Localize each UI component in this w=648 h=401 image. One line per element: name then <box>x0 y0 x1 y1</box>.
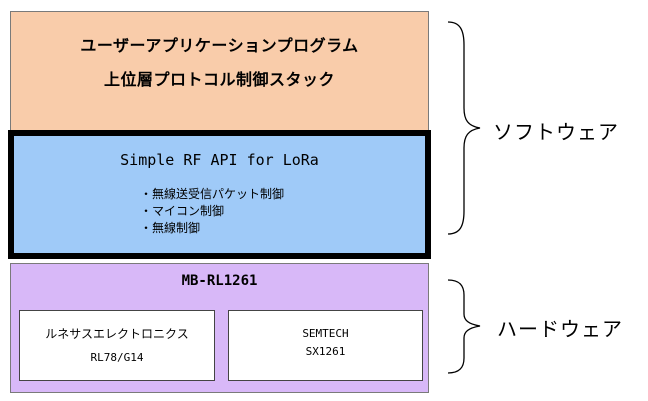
software-brace-icon <box>447 21 481 235</box>
radio-chip-box: SEMTECH SX1261 <box>228 310 423 381</box>
api-title: Simple RF API for LoRa <box>120 151 319 169</box>
api-feature-item: ・マイコン制御 <box>140 204 225 218</box>
api-feature-list: ・無線送受信パケット制御 ・マイコン制御 ・無線制御 <box>140 186 284 237</box>
api-feature-item: ・無線制御 <box>140 221 201 235</box>
hardware-label: ハードウェア <box>497 317 623 341</box>
protocol-stack-label: 上位層プロトコル制御スタック <box>103 70 335 89</box>
simple-rf-api-box: Simple RF API for LoRa ・無線送受信パケット制御 ・マイコ… <box>8 130 431 259</box>
application-layer-box: ユーザーアプリケーションプログラム 上位層プロトコル制御スタック <box>10 11 429 141</box>
mcu-part: RL78/G14 <box>90 351 144 364</box>
software-label: ソフトウェア <box>493 120 619 144</box>
mcu-vendor: ルネサスエレクトロニクス <box>45 327 189 341</box>
module-name: MB-RL1261 <box>181 273 258 289</box>
hardware-brace-icon <box>447 279 481 374</box>
mcu-chip-box: ルネサスエレクトロニクス RL78/G14 <box>19 310 215 381</box>
application-program-label: ユーザーアプリケーションプログラム <box>80 36 359 55</box>
hardware-module-box: MB-RL1261 ルネサスエレクトロニクス RL78/G14 SEMTECH … <box>10 263 429 393</box>
radio-vendor: SEMTECH <box>302 327 349 340</box>
radio-part: SX1261 <box>305 345 346 358</box>
api-feature-item: ・無線送受信パケット制御 <box>140 187 285 201</box>
